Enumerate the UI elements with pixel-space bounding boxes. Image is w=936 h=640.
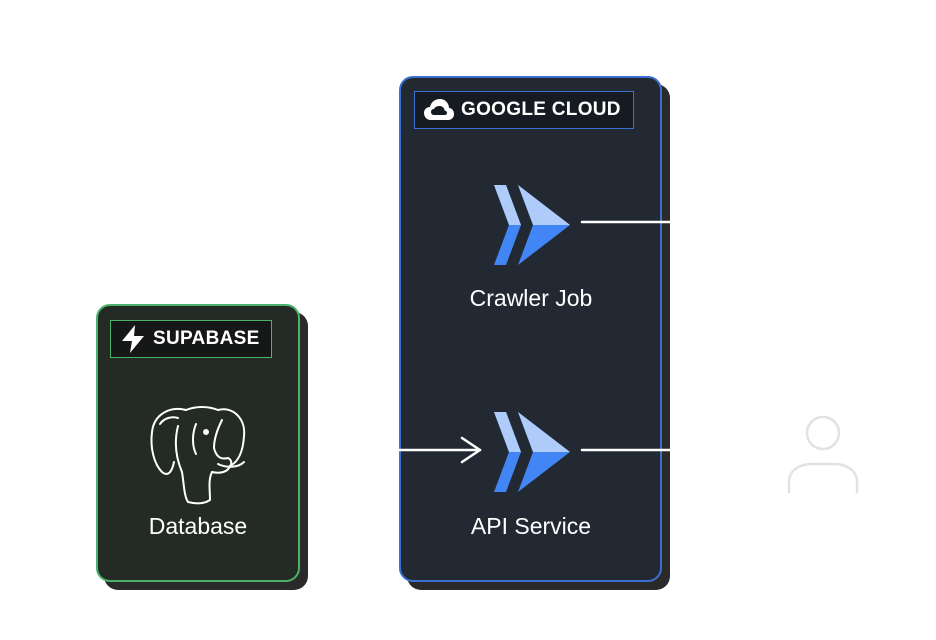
lightning-bolt-icon [122, 325, 144, 353]
user-icon [787, 415, 859, 494]
google-cloud-group [399, 76, 662, 582]
supabase-label: SUPABASE [153, 328, 260, 349]
google-cloud-label: GOOGLE CLOUD [461, 99, 621, 120]
crawler-job-label: Crawler Job [469, 285, 593, 311]
database-label: Database [148, 513, 248, 539]
api-service-label: API Service [470, 513, 592, 539]
google-cloud-badge: GOOGLE CLOUD [414, 91, 634, 129]
postgres-elephant-icon [150, 406, 246, 505]
supabase-badge: SUPABASE [110, 320, 272, 358]
cloud-run-icon [494, 412, 570, 492]
cloud-icon [424, 99, 454, 120]
cloud-run-icon [494, 185, 570, 265]
